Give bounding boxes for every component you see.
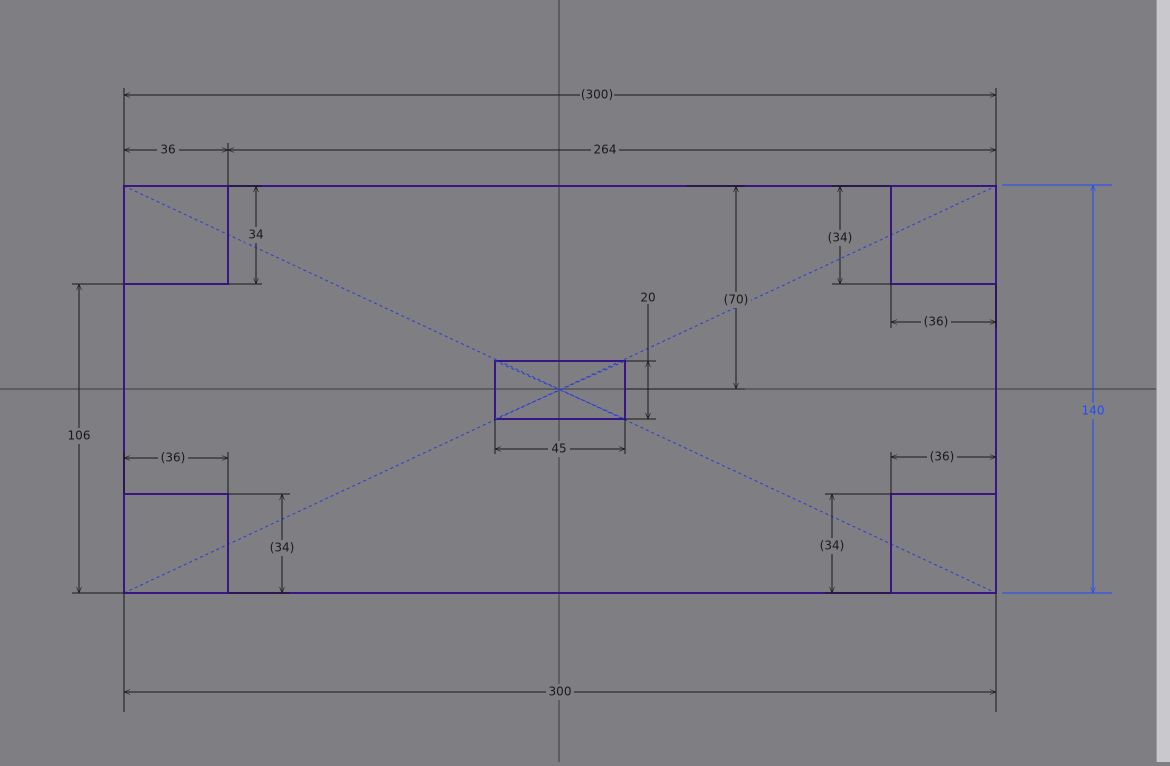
extension-lines xyxy=(72,88,997,712)
outer-rectangle[interactable] xyxy=(123,185,997,594)
vertical-scrollbar[interactable] xyxy=(1156,0,1170,762)
dim-top-right-height[interactable]: (34) xyxy=(825,185,855,285)
dim-label: (36) xyxy=(161,451,186,465)
dim-slot-height[interactable]: 20 xyxy=(640,291,656,420)
dim-label: (36) xyxy=(924,315,949,329)
dim-remaining-width-top[interactable]: 264 xyxy=(227,142,997,158)
center-slot[interactable] xyxy=(494,360,626,420)
corner-notch-bottom-right[interactable] xyxy=(890,493,996,593)
dim-label: 36 xyxy=(160,143,175,157)
dim-overall-width-bottom[interactable]: 300 xyxy=(123,684,997,700)
dim-top-right-width[interactable]: (36) xyxy=(890,314,997,330)
dim-label: (34) xyxy=(270,541,295,555)
construction-diagonal-2[interactable] xyxy=(123,185,997,594)
dim-bottom-right-height[interactable]: (34) xyxy=(817,493,847,594)
dim-bottom-right-width[interactable]: (36) xyxy=(890,449,997,465)
dim-overall-height[interactable]: 140 xyxy=(1002,184,1112,594)
dim-corner-width-top-left[interactable]: 36 xyxy=(123,142,229,158)
dim-label: (34) xyxy=(828,231,853,245)
dim-left-offset-height[interactable]: 106 xyxy=(66,283,92,594)
dim-slot-width[interactable]: 45 xyxy=(494,441,626,457)
corner-notch-top-left[interactable] xyxy=(124,186,229,285)
corner-notch-bottom-left[interactable] xyxy=(124,493,229,593)
dim-label: 264 xyxy=(594,143,617,157)
dim-label: 106 xyxy=(68,429,91,443)
dim-top-left-height[interactable]: 34 xyxy=(245,185,267,285)
dim-center-to-top[interactable]: (70) xyxy=(721,185,751,390)
dim-label: (34) xyxy=(820,539,845,553)
dim-label: (300) xyxy=(581,88,613,102)
dim-bottom-left-width[interactable]: (36) xyxy=(123,450,229,466)
corner-notch-top-right[interactable] xyxy=(890,186,996,285)
dim-label: 45 xyxy=(551,442,566,456)
dim-label: 34 xyxy=(248,228,263,242)
dim-label: (36) xyxy=(930,450,955,464)
dim-label: 20 xyxy=(640,291,655,305)
dim-label: 300 xyxy=(549,685,572,699)
dim-bottom-left-height[interactable]: (34) xyxy=(267,493,297,594)
dim-label: 140 xyxy=(1082,404,1105,418)
dim-label: (70) xyxy=(724,293,749,307)
dim-overall-width-top[interactable]: (300) xyxy=(123,87,997,103)
